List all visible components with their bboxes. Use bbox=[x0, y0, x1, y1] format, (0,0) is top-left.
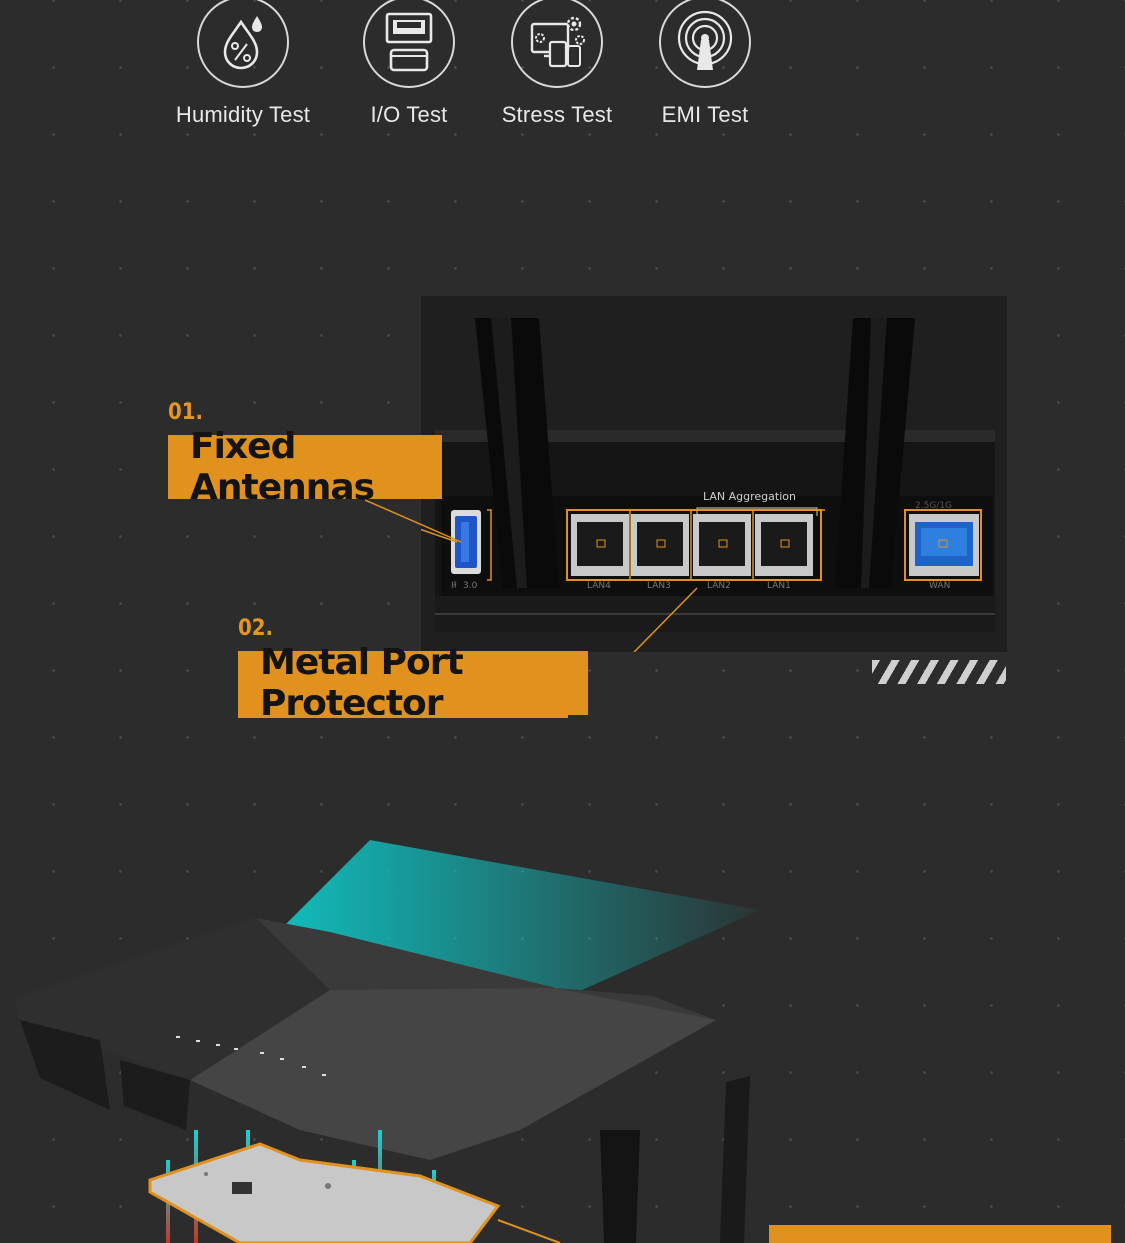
hatch-decoration bbox=[872, 660, 1006, 684]
io-port-icon bbox=[363, 0, 455, 88]
callout-number: 02. bbox=[238, 616, 274, 641]
test-icons-row: Humidity Test I/O Test bbox=[160, 0, 770, 140]
port-label-lan3: LAN3 bbox=[647, 581, 671, 591]
emi-antenna-icon bbox=[659, 0, 751, 88]
test-label: I/O Test bbox=[370, 102, 448, 127]
usb-label: 3.0 bbox=[463, 581, 478, 591]
test-label: EMI Test bbox=[661, 102, 749, 127]
lan-aggregation-label: LAN Aggregation bbox=[703, 490, 796, 503]
test-item-emi: EMI Test bbox=[625, 0, 785, 140]
port-label-lan1: LAN1 bbox=[767, 581, 791, 591]
router-exploded-illustration bbox=[14, 840, 760, 1243]
svg-text:⭿: ⭿ bbox=[451, 581, 457, 591]
stress-gear-icon bbox=[511, 0, 603, 88]
router-ports-photo: ⭿ 3.0 LAN Aggregation bbox=[421, 296, 1007, 652]
wan-speed-label: 2.5G/1G bbox=[915, 501, 952, 511]
callout-number: 01. bbox=[168, 400, 204, 425]
wan-label: WAN bbox=[929, 581, 950, 591]
callout-metal-port-protector: Metal Port Protector bbox=[238, 642, 588, 724]
humidity-icon bbox=[197, 0, 289, 88]
test-label: Stress Test bbox=[501, 102, 613, 127]
test-item-io: I/O Test bbox=[329, 0, 489, 140]
port-label-lan4: LAN4 bbox=[587, 581, 611, 591]
port-label-lan2: LAN2 bbox=[707, 581, 731, 591]
callout-underline bbox=[238, 715, 568, 718]
callout-title: Fixed Antennas bbox=[190, 426, 375, 508]
test-item-stress: Stress Test bbox=[477, 0, 637, 140]
callout-title: Metal Port Protector bbox=[260, 642, 464, 724]
test-label: Humidity Test bbox=[175, 102, 311, 127]
callout-bottom-partial bbox=[769, 1225, 1111, 1243]
lan-ports bbox=[566, 509, 822, 581]
callout-fixed-antennas: Fixed Antennas bbox=[168, 426, 442, 508]
callout-leader-line bbox=[365, 499, 462, 543]
test-item-humidity: Humidity Test bbox=[163, 0, 323, 140]
